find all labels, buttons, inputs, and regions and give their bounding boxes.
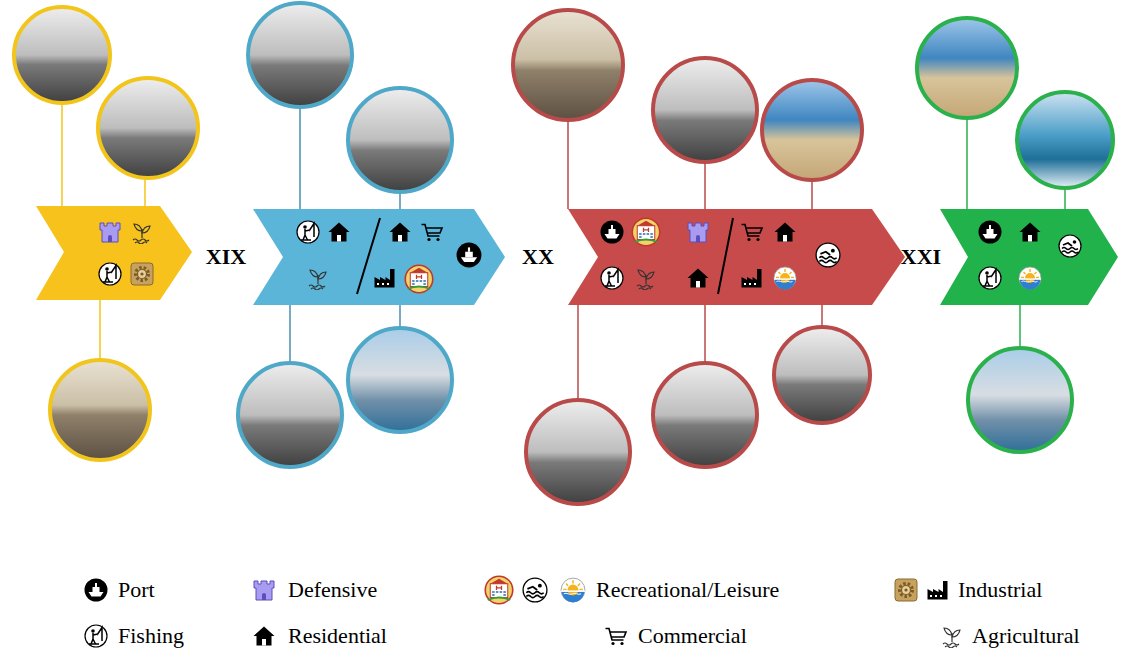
legend-text: Agricultural bbox=[972, 623, 1080, 649]
legend-text: Recreational/Leisure bbox=[596, 577, 779, 603]
era-chevron bbox=[36, 206, 192, 300]
era-chevron bbox=[568, 209, 905, 305]
legend-text: Port bbox=[118, 577, 155, 603]
legend-icons bbox=[85, 576, 961, 648]
legend-text: Fishing bbox=[118, 623, 184, 649]
century-label: XIX bbox=[206, 244, 246, 270]
era-chevron bbox=[253, 209, 505, 305]
legend-text: Defensive bbox=[288, 577, 377, 603]
legend-text: Residential bbox=[288, 623, 387, 649]
use-icons bbox=[99, 218, 1081, 294]
era-chevron bbox=[940, 209, 1118, 305]
century-label: XXI bbox=[901, 244, 941, 270]
legend-text: Commercial bbox=[638, 623, 747, 649]
legend-text: Industrial bbox=[958, 577, 1042, 603]
photo-circles bbox=[14, 3, 1113, 504]
leader-lines bbox=[62, 103, 1065, 400]
century-label: XX bbox=[522, 244, 554, 270]
